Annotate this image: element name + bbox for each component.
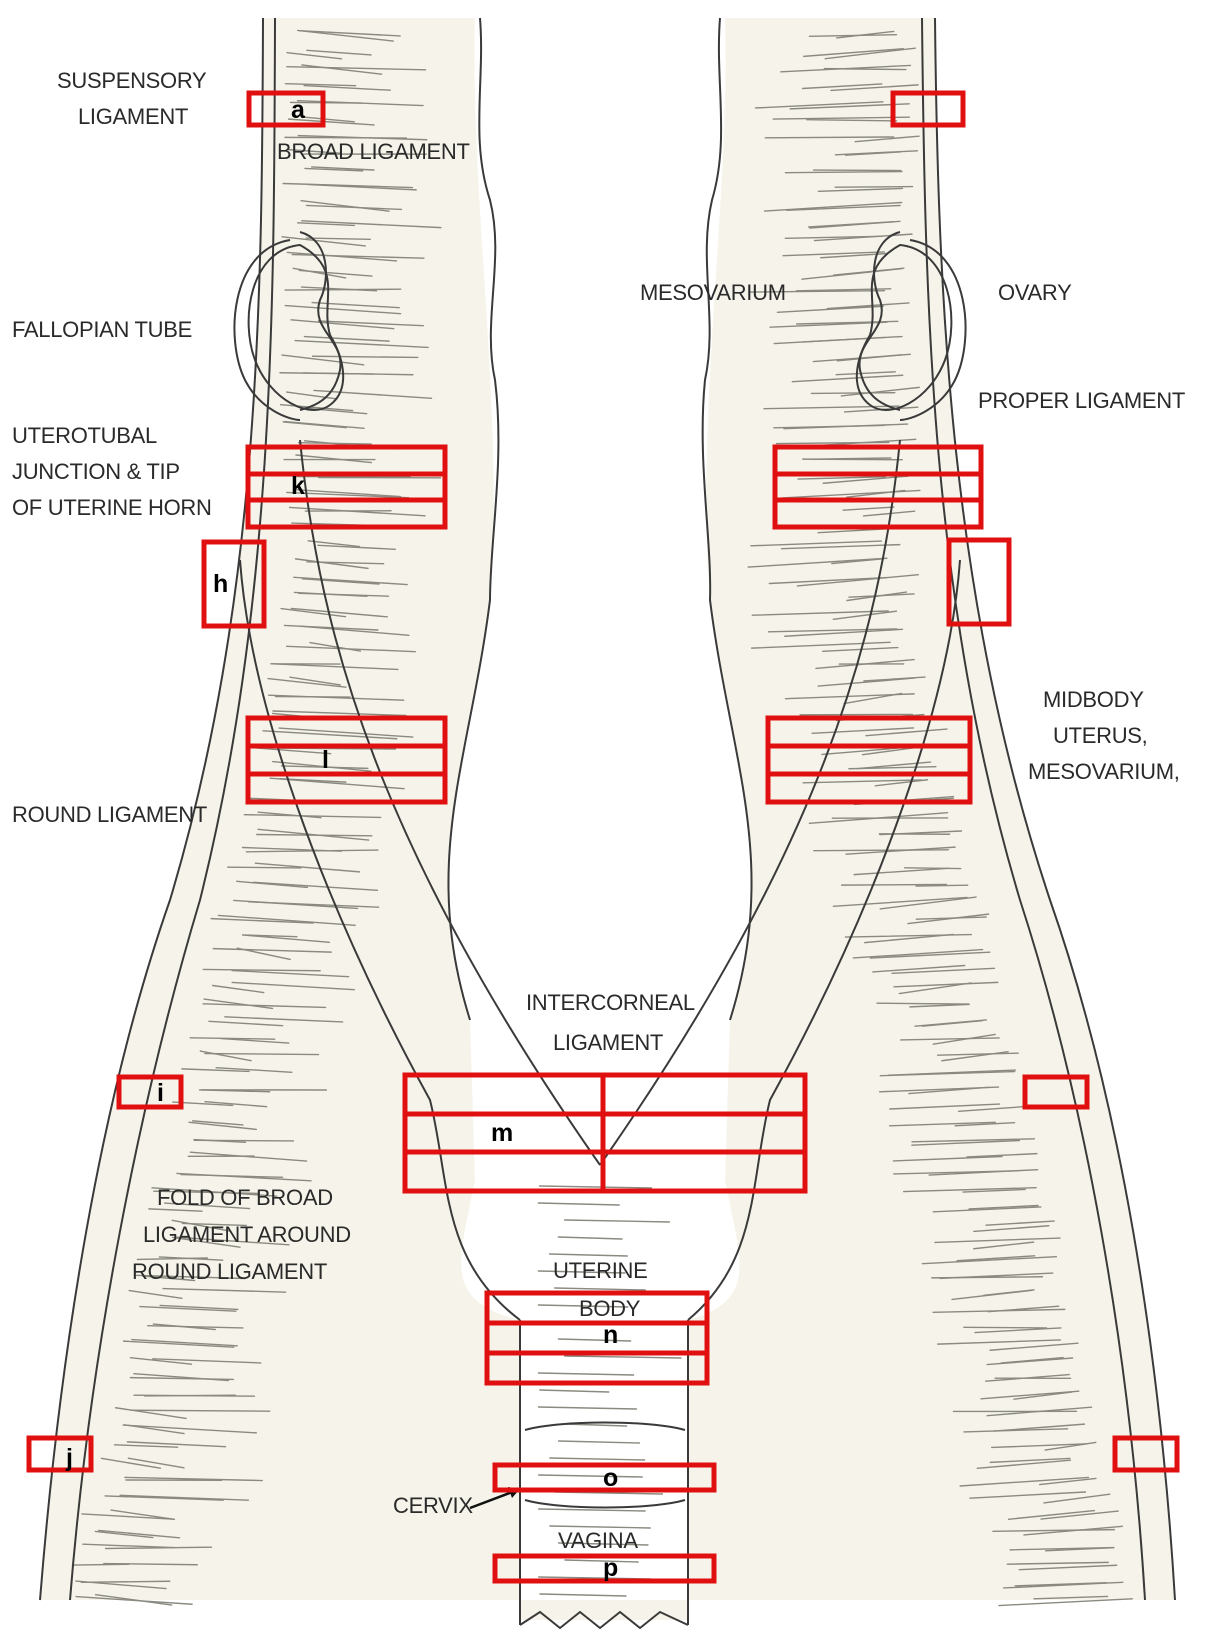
label-mesovarium: MESOVARIUM — [640, 280, 786, 305]
hatch-stroke — [540, 1186, 652, 1188]
hatch-stroke — [565, 1424, 627, 1426]
hatch-stroke — [559, 1441, 640, 1443]
label-intercorneal-1: INTERCORNEAL — [526, 990, 695, 1015]
hatch-stroke — [765, 137, 893, 138]
letter-j: j — [65, 1444, 73, 1472]
letter-o: o — [603, 1464, 618, 1492]
label-fold-1: FOLD OF BROAD — [157, 1185, 333, 1210]
hatch-stroke — [558, 1339, 630, 1341]
letter-h: h — [213, 570, 228, 598]
hatch-stroke — [134, 1395, 254, 1396]
label-utj-3: OF UTERINE HORN — [12, 495, 212, 520]
letter-n: n — [603, 1321, 618, 1349]
hatch-stroke — [565, 1356, 681, 1358]
hatch-stroke — [842, 885, 947, 886]
hatch-stroke — [877, 1003, 969, 1004]
hatch-stroke — [964, 1327, 1047, 1328]
hatch-stroke — [539, 1509, 645, 1511]
hatch-stroke — [905, 868, 961, 869]
hatch-stroke — [811, 393, 894, 394]
hatch-stroke — [550, 1458, 645, 1460]
hatch-stroke — [285, 137, 406, 138]
label-broad-ligament: BROAD LIGAMENT — [277, 139, 470, 164]
letter-i: i — [157, 1079, 164, 1107]
label-midbody-2: UTERUS, — [1053, 723, 1147, 748]
hatch-stroke — [228, 867, 301, 868]
hatch-stroke — [539, 1407, 637, 1409]
hatch-stroke — [538, 1203, 619, 1205]
label-suspensory-1: SUSPENSORY — [57, 68, 207, 93]
label-uterine-2: BODY — [579, 1296, 641, 1321]
label-midbody-1: MIDBODY — [1043, 687, 1144, 712]
hatch-stroke — [550, 1254, 628, 1256]
letter-a: a — [291, 96, 306, 124]
label-intercorneal-2: LIGAMENT — [553, 1030, 663, 1055]
hatch-stroke — [194, 1140, 293, 1141]
hatch-stroke — [540, 1390, 609, 1392]
hatch-stroke — [916, 885, 968, 886]
label-suspensory-2: LIGAMENT — [78, 104, 188, 129]
label-uterine-1: UTERINE — [553, 1258, 647, 1283]
label-vagina: VAGINA — [558, 1528, 638, 1553]
label-fold-3: ROUND LIGAMENT — [132, 1259, 327, 1284]
hatch-stroke — [835, 187, 912, 188]
label-midbody-3: MESOVARIUM, — [1028, 759, 1180, 784]
label-fold-2: LIGAMENT AROUND — [143, 1222, 351, 1247]
label-ovary: OVARY — [998, 280, 1072, 305]
hatch-stroke — [558, 1237, 622, 1239]
hatch-stroke — [540, 1594, 626, 1596]
hatch-stroke — [565, 1560, 638, 1562]
label-utj-1: UTEROTUBAL — [12, 423, 157, 448]
label-proper-ligament: PROPER LIGAMENT — [978, 388, 1185, 413]
letter-l: l — [322, 746, 329, 774]
label-utj-2: JUNCTION & TIP — [12, 459, 180, 484]
letter-m: m — [491, 1119, 513, 1147]
letter-k: k — [291, 472, 305, 500]
hatch-stroke — [131, 1410, 270, 1411]
hatch-stroke — [539, 1373, 634, 1375]
hatch-stroke — [72, 1564, 129, 1565]
hatch-stroke — [803, 459, 902, 460]
label-round-ligament: ROUND LIGAMENT — [12, 802, 207, 827]
hatch-stroke — [814, 850, 949, 851]
label-fallopian-tube: FALLOPIAN TUBE — [12, 317, 192, 342]
hatch-stroke — [565, 1220, 670, 1222]
letter-p: p — [603, 1554, 618, 1582]
hatch-stroke — [555, 1288, 645, 1290]
label-cervix: CERVIX — [393, 1493, 473, 1518]
hatch-stroke — [539, 1475, 643, 1477]
